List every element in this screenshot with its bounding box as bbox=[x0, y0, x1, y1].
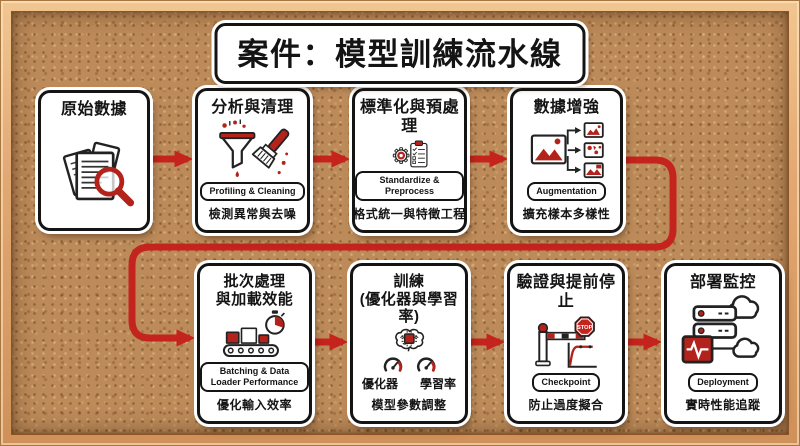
card-subtitle: 實時性能追蹤 bbox=[685, 398, 761, 412]
brain-gauges-icon bbox=[383, 328, 436, 372]
card-deployment-monitoring: 部署監控 Deployment 實時性能追蹤 bbox=[664, 263, 782, 424]
card-title: 原始數據 bbox=[60, 101, 127, 118]
gauge-labels: 優化器 學習率 bbox=[362, 375, 456, 392]
conveyor-stopwatch-icon bbox=[222, 310, 285, 358]
card-training: 訓練(優化器與學習率) 優化器 bbox=[350, 263, 468, 424]
badge-standardize-preprocess: Standardize & Preprocess bbox=[355, 171, 464, 201]
card-standardize-preprocess: 標準化與預處理 bbox=[352, 88, 467, 233]
badge-profiling-cleaning: Profiling & Cleaning bbox=[200, 182, 305, 201]
card-subtitle: 優化輸入效率 bbox=[216, 398, 292, 412]
card-raw-data: 原始數據 bbox=[38, 90, 150, 231]
badge-checkpoint: Checkpoint bbox=[532, 373, 600, 392]
badge-deployment: Deployment bbox=[688, 373, 758, 392]
card-subtitle: 檢測異常與去噪 bbox=[208, 207, 297, 221]
gear-clipboard-icon bbox=[392, 140, 428, 168]
card-title: 驗證與提前停止 bbox=[516, 274, 616, 310]
badge-augmentation: Augmentation bbox=[527, 182, 606, 201]
funnel-brush-icon bbox=[218, 119, 289, 177]
card-title: 部署監控 bbox=[689, 274, 756, 291]
stop-sign-label: STOP bbox=[577, 325, 593, 331]
card-validation-earlystop: 驗證與提前停止 STOP Checkpoint 防止過度擬合 bbox=[507, 263, 625, 424]
poster-title: 案件：模型訓練流水線 bbox=[214, 23, 586, 84]
card-title: 標準化與預處理 bbox=[359, 99, 459, 135]
card-title: 分析與清理 bbox=[211, 99, 294, 116]
card-title: 數據增強 bbox=[533, 99, 600, 116]
card-title: 訓練(優化器與學習率) bbox=[359, 273, 459, 326]
card-subtitle: 防止過度擬合 bbox=[528, 398, 604, 412]
gauge-label-optimizer: 優化器 bbox=[361, 377, 398, 391]
servers-monitor-icon bbox=[681, 295, 760, 364]
card-subtitle: 擴充樣本多樣性 bbox=[522, 207, 611, 221]
card-subtitle: 格式統一與特徵工程 bbox=[353, 207, 466, 221]
documents-magnifier-icon bbox=[62, 141, 135, 207]
badge-batching-loader: Batching & Data Loader Performance bbox=[200, 362, 309, 392]
image-variants-icon bbox=[530, 122, 604, 178]
barrier-stop-icon: STOP bbox=[535, 316, 597, 368]
card-subtitle: 模型參數調整 bbox=[371, 398, 447, 412]
card-batching-loader: 批次處理與加載效能 Batching & Data Loader Perform… bbox=[197, 263, 312, 424]
gauge-label-learning-rate: 學習率 bbox=[420, 377, 457, 391]
card-title: 批次處理與加載效能 bbox=[215, 273, 294, 308]
card-profiling-cleaning: 分析與清理 Profiling & Cleaning 檢測異常與去噪 bbox=[195, 88, 310, 233]
card-augmentation: 數據增強 Augmentation 擴充樣本 bbox=[510, 88, 623, 233]
